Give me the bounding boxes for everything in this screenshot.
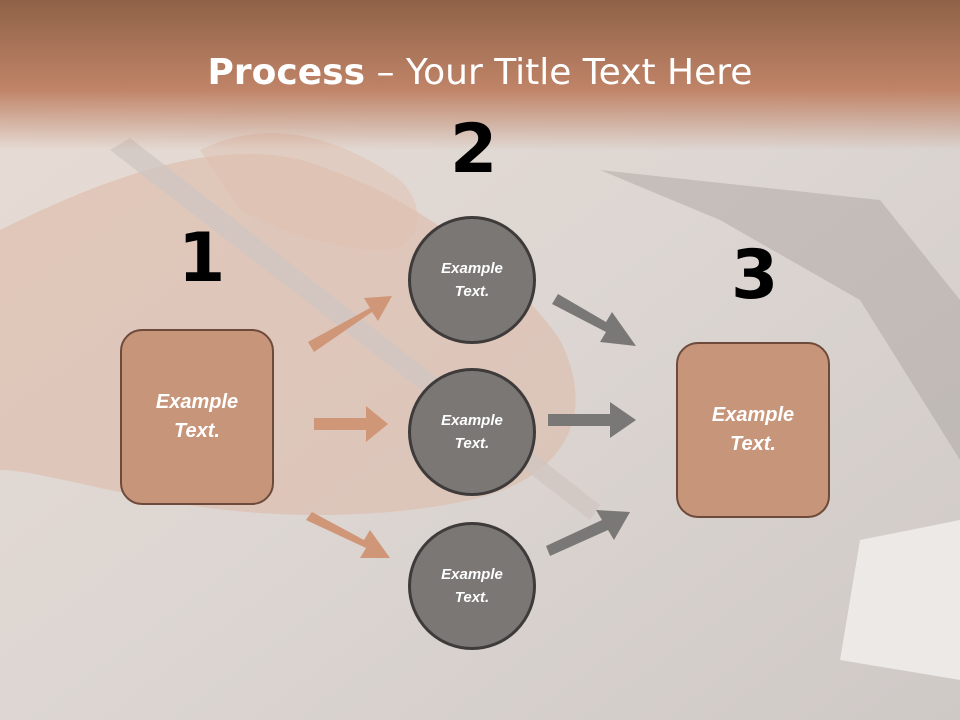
- step-2-circle-bottom: Example Text.: [408, 522, 536, 650]
- arrow-left-mid: [314, 406, 388, 442]
- step-3-text: Example Text.: [711, 404, 795, 455]
- step-2-text-top: Example Text.: [441, 260, 503, 300]
- slide-title: Process – Your Title Text Here: [0, 52, 960, 93]
- arrow-right-up: [552, 294, 636, 346]
- step-number-3: 3: [731, 236, 779, 315]
- arrow-left-down: [306, 512, 390, 558]
- step-2-text-middle: Example Text.: [441, 412, 503, 452]
- arrow-right-down: [546, 510, 630, 556]
- title-rest: – Your Title Text Here: [365, 52, 753, 93]
- step-number-2: 2: [450, 110, 498, 189]
- step-2-circle-top: Example Text.: [408, 216, 536, 344]
- title-bold: Process: [207, 52, 366, 93]
- step-2-circle-middle: Example Text.: [408, 368, 536, 496]
- arrow-right-mid: [548, 402, 636, 438]
- step-2-text-bottom: Example Text.: [441, 566, 503, 606]
- step-1-text: Example Text.: [155, 391, 239, 442]
- arrow-left-up: [308, 296, 392, 352]
- step-1-box: Example Text.: [120, 329, 274, 505]
- step-3-box: Example Text.: [676, 342, 830, 518]
- step-number-1: 1: [178, 219, 226, 298]
